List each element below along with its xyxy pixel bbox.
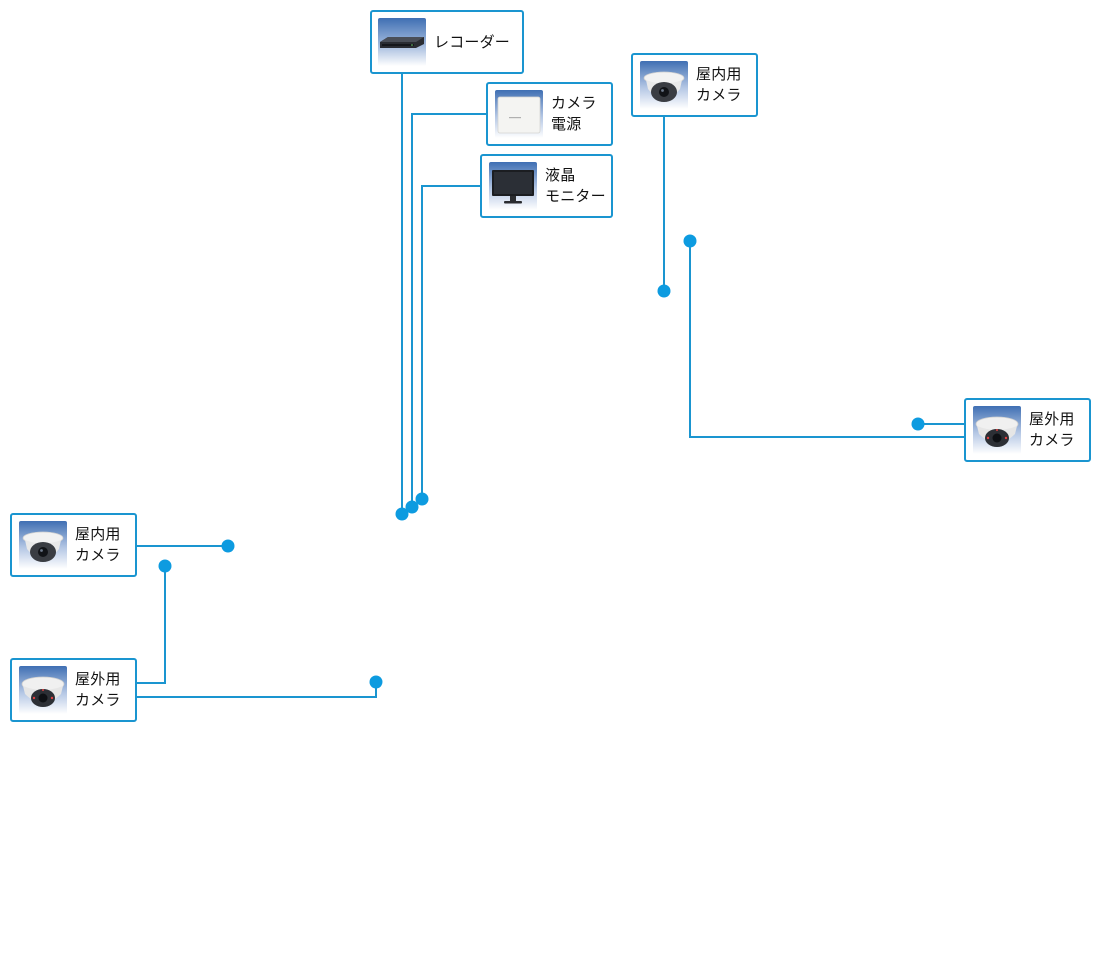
outdoor-dome-camera-icon: [19, 666, 67, 714]
dome-camera-icon: [640, 61, 688, 109]
recorder-device[interactable]: レコーダー: [370, 10, 524, 74]
recorder-label: レコーダー: [434, 32, 511, 51]
recorder-icon: [378, 18, 426, 66]
power-connector: [411, 113, 486, 507]
indoor-camera-device[interactable]: 屋内用 カメラ: [10, 513, 137, 577]
monitor-icon: [489, 162, 537, 210]
connection-node: [369, 675, 383, 689]
outdoor-camera-device[interactable]: 屋外用 カメラ: [964, 398, 1091, 462]
connection-node: [221, 539, 235, 553]
connection-node: [683, 234, 697, 248]
outdoor-camera-label: 屋外用 カメラ: [75, 670, 121, 709]
outdoor-camera-left-connector-b: [137, 682, 377, 698]
monitor-connector: [421, 185, 480, 499]
connection-node: [657, 284, 671, 298]
connection-node: [158, 559, 172, 573]
indoor-camera-label: 屋内用 カメラ: [696, 65, 742, 104]
connection-node: [395, 507, 409, 521]
indoor-camera-label: 屋内用 カメラ: [75, 525, 121, 564]
connection-nodes: [158, 234, 925, 689]
connection-node: [405, 500, 419, 514]
connection-node: [415, 492, 429, 506]
power-supply-icon: [495, 90, 543, 138]
camera-power-label: カメラ 電源: [551, 94, 597, 133]
dome-camera-icon: [19, 521, 67, 569]
outdoor-camera-device[interactable]: 屋外用 カメラ: [10, 658, 137, 722]
outdoor-camera-left-connector-a: [137, 566, 166, 684]
lcd-monitor-label: 液晶 モニター: [545, 166, 606, 205]
lcd-monitor-device[interactable]: 液晶 モニター: [480, 154, 613, 218]
camera-power-device[interactable]: カメラ 電源: [486, 82, 613, 146]
connection-node: [911, 417, 925, 431]
outdoor-dome-camera-icon: [973, 406, 1021, 454]
indoor-camera-device[interactable]: 屋内用 カメラ: [631, 53, 758, 117]
outdoor-camera-right-connector-a: [689, 241, 964, 438]
outdoor-camera-label: 屋外用 カメラ: [1029, 410, 1075, 449]
